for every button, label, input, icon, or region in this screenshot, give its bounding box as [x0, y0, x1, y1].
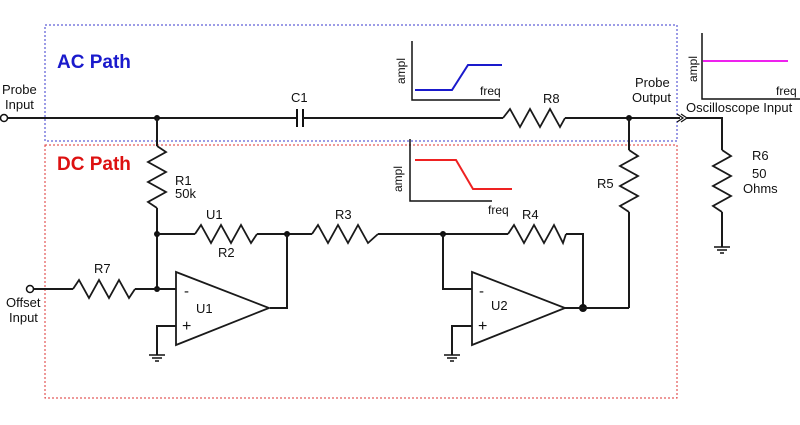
r8-label: R8 — [543, 91, 560, 106]
u1-label-top: U1 — [206, 207, 223, 222]
ground-icon-u1 — [149, 354, 165, 362]
resistor-r4 — [507, 223, 567, 246]
u2-label: U2 — [491, 298, 508, 313]
wire-u2-minus — [442, 234, 472, 290]
r3-label: R3 — [335, 207, 352, 222]
r6-label: R6 — [752, 148, 769, 163]
ac-path-label: AC Path — [57, 52, 131, 73]
probe-input-label-line1: Probe — [2, 82, 37, 97]
inset-ac-xlabel: freq — [480, 84, 501, 98]
r4-label: R4 — [522, 207, 539, 222]
inset-chart-ac: ampl freq — [394, 41, 502, 101]
inset-ac-ylabel: ampl — [394, 58, 408, 84]
u2-minus-sign: - — [479, 283, 484, 300]
inset-chart-dc: ampl freq — [391, 139, 512, 217]
inset-scope-axes — [701, 33, 800, 100]
inset-ac-axes — [411, 41, 500, 101]
resistor-r2 — [194, 223, 258, 245]
wire-r4-right — [566, 233, 584, 308]
resistor-r5 — [618, 149, 640, 213]
r1-label: R1 — [175, 173, 192, 188]
inset-dc-curve — [415, 159, 512, 190]
ground-icon-u2 — [444, 354, 460, 362]
inset-scope-ylabel: ampl — [686, 56, 700, 82]
ground-icon-r6 — [714, 246, 730, 254]
probe-input-terminal[interactable] — [0, 113, 9, 123]
u1-minus-sign: - — [184, 283, 189, 300]
dc-path-box — [44, 144, 678, 399]
resistor-r8 — [502, 107, 566, 129]
probe-output-label-line1: Probe — [635, 75, 670, 90]
inset-chart-scope: ampl freq — [686, 33, 800, 100]
r6-value-line1: 50 — [752, 166, 766, 181]
inset-scope-xlabel: freq — [776, 84, 797, 98]
u2-plus-sign: + — [478, 318, 487, 335]
offset-input-label-line1: Offset — [6, 295, 41, 310]
inset-dc-ylabel: ampl — [391, 166, 405, 192]
wire-u1-output — [270, 234, 288, 309]
r5-label: R5 — [597, 176, 614, 191]
r2-label: R2 — [218, 245, 235, 260]
offset-input-label-line2: Input — [9, 310, 38, 325]
u1-plus-sign: + — [182, 318, 191, 335]
inset-dc-axes — [409, 139, 492, 202]
r1-value: 50k — [175, 186, 196, 201]
inset-dc-xlabel: freq — [488, 203, 509, 217]
scope-input-label: Oscilloscope Input — [686, 100, 793, 115]
dc-path-label: DC Path — [57, 154, 131, 175]
probe-output-label-line2: Output — [632, 90, 671, 105]
wire-u1-plus-ground — [156, 325, 176, 355]
inset-ac-curve — [415, 64, 502, 91]
resistor-r1 — [146, 145, 168, 209]
resistor-r3 — [311, 223, 379, 245]
resistor-r7 — [72, 278, 136, 300]
offset-input-terminal[interactable] — [25, 284, 35, 294]
r7-label: R7 — [94, 261, 111, 276]
u1-label: U1 — [196, 301, 213, 316]
opamp-u2: - + U2 — [471, 270, 568, 347]
resistor-r6 — [711, 149, 733, 213]
c1-label: C1 — [291, 90, 308, 105]
ac-path-box — [44, 24, 678, 142]
wire-u2-plus-ground — [451, 325, 472, 355]
capacitor-c1 — [296, 109, 304, 127]
r6-value-line2: Ohms — [743, 181, 778, 196]
opamp-u1: - + U1 — [175, 270, 272, 347]
wire-scope-r6 — [686, 117, 723, 150]
probe-input-label-line2: Input — [5, 97, 34, 112]
